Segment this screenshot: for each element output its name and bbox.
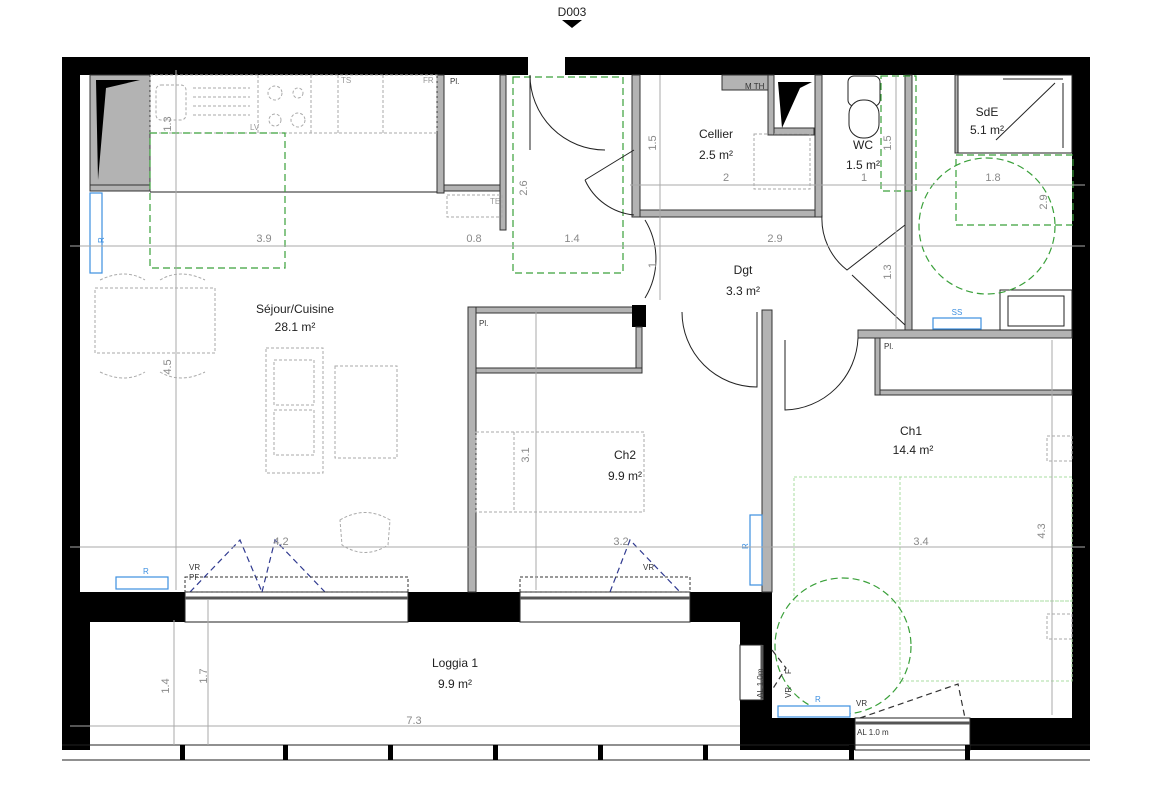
radiator-label: R bbox=[97, 237, 106, 243]
accessibility-zones bbox=[149, 75, 1074, 715]
dim-label: 1 bbox=[861, 172, 867, 184]
radiator-label: R bbox=[143, 567, 149, 576]
placard-label: Pl. bbox=[479, 319, 488, 328]
room-name-ch1: Ch1 bbox=[900, 424, 922, 438]
frigo-label: FR bbox=[423, 76, 434, 85]
section-marker-arrow-icon bbox=[562, 20, 582, 28]
dim-label: 2.6 bbox=[518, 180, 530, 195]
lave-vaisselle-label: LV bbox=[250, 123, 260, 132]
room-area-loggia: 9.9 m² bbox=[438, 677, 472, 691]
room-name-sejour: Séjour/Cuisine bbox=[256, 302, 334, 316]
section-marker-label: D003 bbox=[558, 5, 587, 19]
room-area-ch1: 14.4 m² bbox=[893, 443, 934, 457]
room-area-wc: 1.5 m² bbox=[846, 158, 880, 172]
room-name-cellier: Cellier bbox=[699, 127, 733, 141]
allege-label: AL 1.0 m bbox=[857, 728, 889, 737]
dim-label: 2.9 bbox=[767, 233, 782, 245]
dim-label: 0.8 bbox=[466, 233, 481, 245]
placard-label: Pl. bbox=[884, 342, 893, 351]
room-area-sejour: 28.1 m² bbox=[275, 320, 316, 334]
volet-roulant-label: VR bbox=[784, 687, 793, 698]
dim-label: 1 bbox=[647, 262, 659, 268]
window-openings bbox=[184, 538, 966, 719]
dim-label: 1.5 bbox=[647, 135, 659, 150]
fenetre-label: F bbox=[784, 669, 793, 674]
mth-label: M TH bbox=[745, 82, 765, 91]
dim-label: 1.7 bbox=[198, 668, 210, 683]
dim-label: 1.3 bbox=[162, 116, 174, 131]
volet-roulant-label: VR bbox=[856, 699, 867, 708]
sanitary-fixtures bbox=[847, 75, 1073, 331]
dim-label: 4.2 bbox=[273, 536, 288, 548]
dim-label: 1.3 bbox=[882, 264, 894, 279]
volet-roulant-label: VR bbox=[643, 563, 654, 572]
room-labels: Séjour/Cuisine 28.1 m² Cellier 2.5 m² WC… bbox=[256, 105, 1004, 691]
room-name-loggia: Loggia 1 bbox=[432, 656, 478, 670]
volet-roulant-label: VR bbox=[189, 563, 200, 572]
placard-label: Pl. bbox=[450, 77, 459, 86]
dim-label: 4.5 bbox=[162, 359, 174, 374]
room-name-dgt: Dgt bbox=[734, 263, 753, 277]
dim-label: 4.3 bbox=[1036, 523, 1048, 538]
dim-label: 1.5 bbox=[882, 135, 894, 150]
dimension-lines bbox=[70, 70, 1085, 745]
dim-label: 3.4 bbox=[913, 536, 928, 548]
dim-label: 2 bbox=[723, 172, 729, 184]
room-area-dgt: 3.3 m² bbox=[726, 284, 760, 298]
room-name-wc: WC bbox=[853, 138, 873, 152]
dim-label: 2.9 bbox=[1038, 194, 1050, 209]
living-furniture bbox=[94, 133, 1073, 682]
radiators bbox=[89, 192, 982, 718]
room-name-ch2: Ch2 bbox=[614, 448, 636, 462]
room-name-sde: SdE bbox=[976, 105, 999, 119]
table-servante-label: TS bbox=[341, 76, 351, 85]
dim-label: 3.2 bbox=[613, 536, 628, 548]
dim-label: 1.4 bbox=[160, 678, 172, 693]
kitchen-counter bbox=[149, 74, 438, 193]
porte-fenetre-label: PF bbox=[189, 573, 199, 582]
tableau-elec-label: TE bbox=[490, 197, 500, 206]
radiator-label: R bbox=[741, 543, 750, 549]
room-area-cellier: 2.5 m² bbox=[699, 148, 733, 162]
dim-label: 3.9 bbox=[256, 233, 271, 245]
tableau-electrique bbox=[446, 194, 503, 218]
dim-label: 1.8 bbox=[985, 172, 1000, 184]
dimension-labels: 3.9 0.8 1.4 2.9 2 1 1.8 2.9 1.5 2.6 1.5 … bbox=[160, 116, 1050, 727]
loggia-railing bbox=[62, 744, 1090, 761]
allege-label: AL 1.0m bbox=[756, 668, 765, 698]
room-area-ch2: 9.9 m² bbox=[608, 469, 642, 483]
seche-serviette-label: SS bbox=[952, 308, 963, 317]
room-area-sde: 5.1 m² bbox=[970, 123, 1004, 137]
radiator-label: R bbox=[815, 695, 821, 704]
exterior-walls bbox=[62, 57, 1090, 750]
interior-walls bbox=[89, 74, 1073, 593]
dim-label: 1.4 bbox=[564, 233, 579, 245]
dim-label: 7.3 bbox=[406, 715, 421, 727]
dim-label: 3.1 bbox=[520, 447, 532, 462]
